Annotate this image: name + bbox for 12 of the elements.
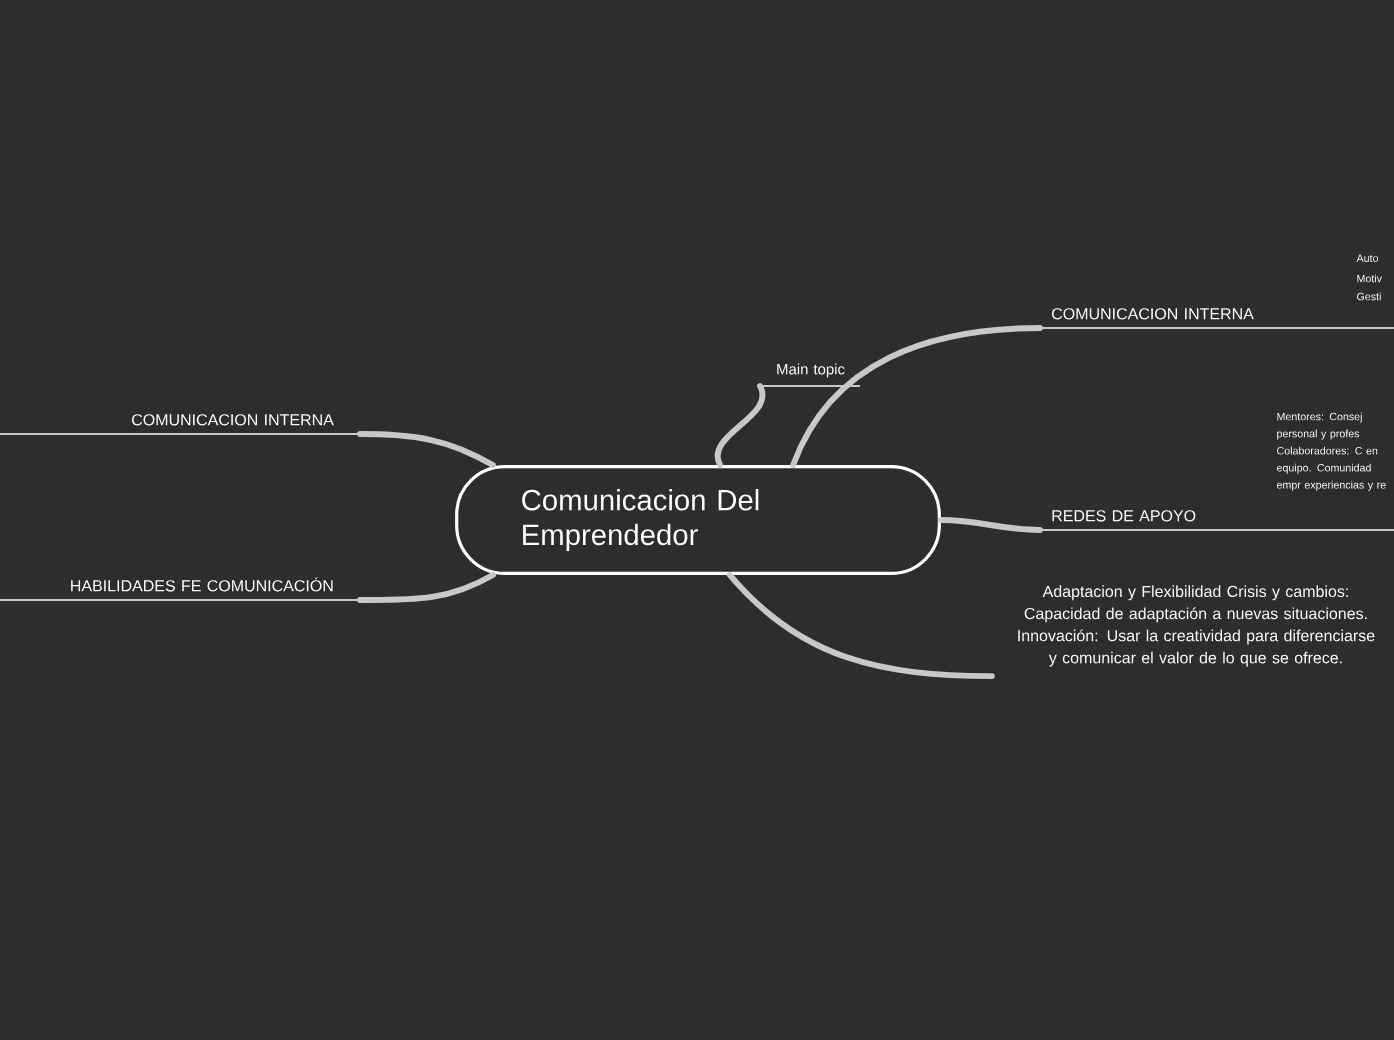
topic-label: HABILIDADES FE COMUNICACIÓN xyxy=(0,577,360,602)
topic-label: REDES DE APOYO xyxy=(1040,510,1394,532)
branch-line xyxy=(938,517,1043,533)
central-topic-box: Comunicacion Del Emprendedor xyxy=(455,465,941,575)
branch-line xyxy=(357,572,496,603)
topic-label: COMUNICACION INTERNA xyxy=(0,414,360,436)
branch-line xyxy=(726,572,995,679)
topic-label: COMUNICACION INTERNA xyxy=(1040,308,1394,330)
subtopic-text: Adaptacion y Flexibilidad Crisis y cambios: Capacidad de adaptación a nuevas situaciones. Innovación: Usar la creatividad para diferenciarse y comunicar el valor de lo que se ofrece. xyxy=(1018,585,1375,667)
branch-line xyxy=(357,431,496,468)
branch-line xyxy=(790,325,1043,468)
branch-line xyxy=(714,383,766,468)
